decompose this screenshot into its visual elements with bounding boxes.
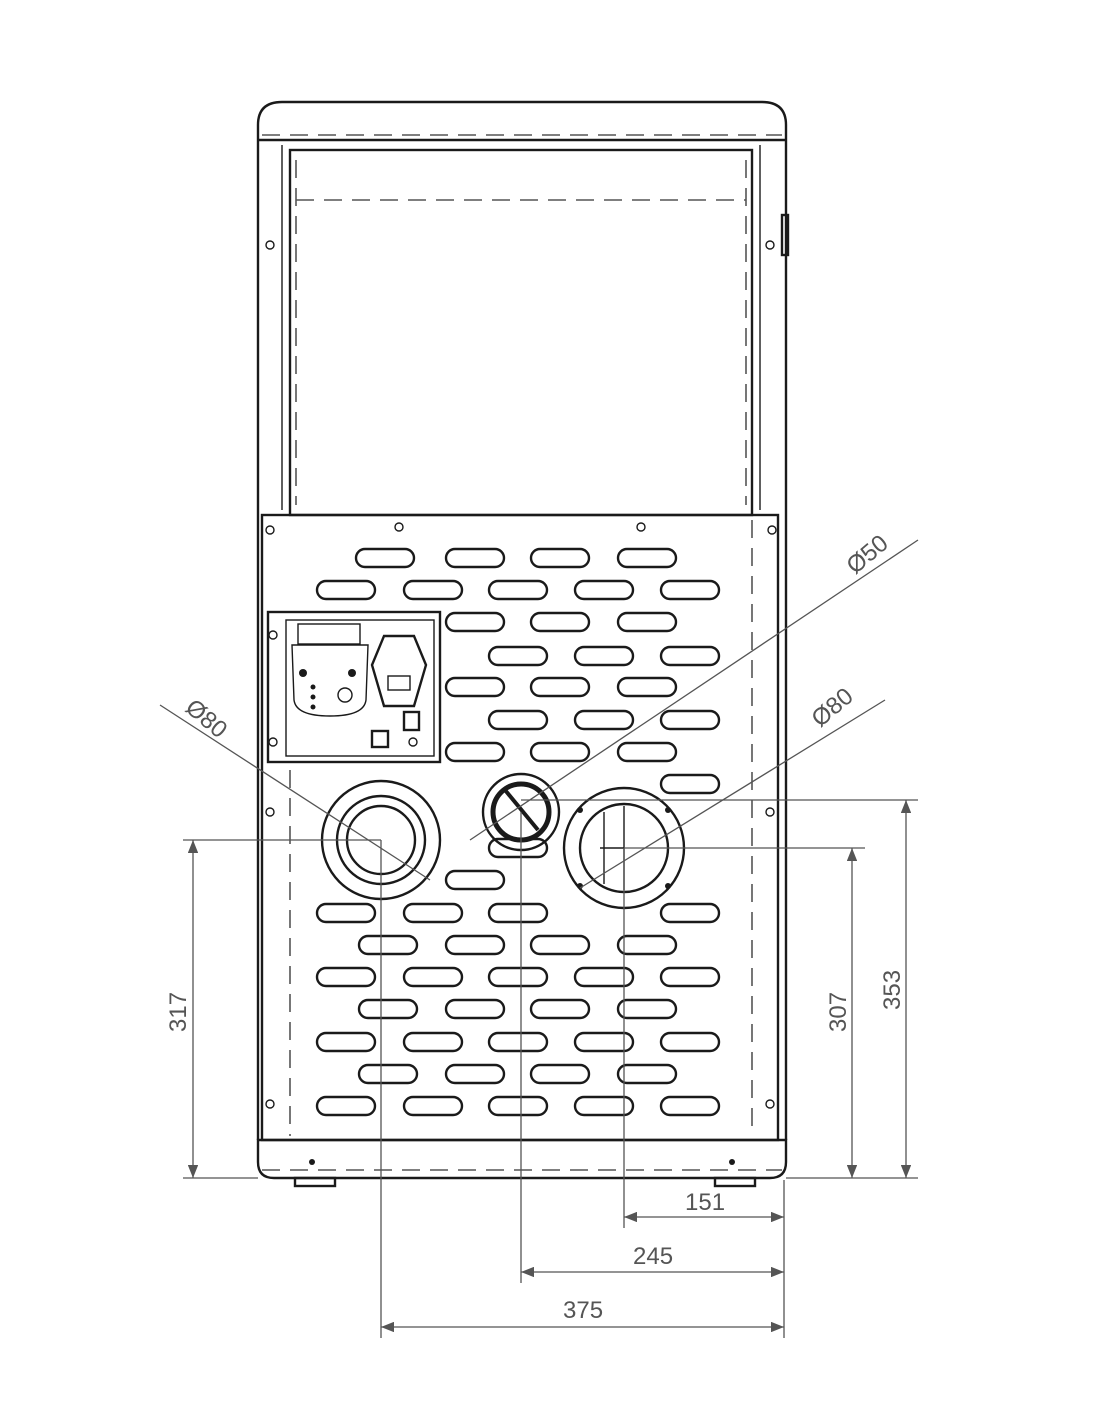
screw-icon — [265, 240, 275, 250]
screw-icon — [767, 525, 777, 535]
vent-slot — [315, 1031, 377, 1053]
vent-slot — [659, 966, 721, 988]
screw-icon — [765, 807, 775, 817]
vent-slot — [659, 1095, 721, 1117]
dimension-151: 151 — [685, 1189, 725, 1216]
vent-slot — [573, 645, 635, 667]
screw-icon — [765, 240, 775, 250]
vent-slot — [573, 579, 635, 601]
vent-slot — [659, 645, 721, 667]
vent-slot — [573, 966, 635, 988]
dimension-lines — [183, 799, 918, 1338]
vent-slot — [444, 676, 506, 698]
screw-icon — [265, 1099, 275, 1109]
vent-slot — [487, 966, 549, 988]
vent-slot — [357, 1063, 419, 1085]
vent-slot — [315, 579, 377, 601]
vent-slot — [402, 902, 464, 924]
diameter-label-left: Ø80 — [180, 694, 232, 744]
vent-slot — [616, 1063, 678, 1085]
vent-slot — [315, 902, 377, 924]
vent-slot — [444, 998, 506, 1020]
vent-slot — [616, 547, 678, 569]
vent-slot — [487, 709, 549, 731]
vent-slot — [529, 547, 591, 569]
vent-slot — [487, 1031, 549, 1053]
vent-slot — [487, 579, 549, 601]
vent-slot — [529, 611, 591, 633]
ventilation-slots — [315, 547, 721, 1117]
dimension-317: 317 — [165, 992, 192, 1032]
diameter-leaders — [159, 539, 919, 889]
dimension-353: 353 — [879, 970, 906, 1010]
screw-icon — [265, 807, 275, 817]
vent-slot — [529, 1063, 591, 1085]
vent-slot — [444, 547, 506, 569]
power-socket-icon — [370, 634, 428, 708]
vent-slot — [573, 1031, 635, 1053]
vent-slot — [573, 1095, 635, 1117]
vent-slot — [529, 998, 591, 1020]
diameter-label-right: Ø80 — [807, 683, 859, 733]
vent-slot — [402, 966, 464, 988]
vent-slot — [315, 1095, 377, 1117]
vent-slot — [573, 709, 635, 731]
vent-slot — [529, 741, 591, 763]
screw-icon — [765, 1099, 775, 1109]
vent-slot — [444, 741, 506, 763]
vent-slot — [444, 1063, 506, 1085]
vent-slot — [357, 998, 419, 1020]
vent-slot — [444, 611, 506, 633]
vent-slot — [529, 934, 591, 956]
vent-slot — [616, 611, 678, 633]
screw-icon — [268, 737, 278, 747]
vent-slot — [402, 1095, 464, 1117]
vent-slot — [616, 741, 678, 763]
vent-slot — [402, 1031, 464, 1053]
vent-slot — [487, 645, 549, 667]
vent-slot — [487, 902, 549, 924]
screw-icon — [636, 522, 646, 532]
vent-slot — [529, 676, 591, 698]
screw-icon — [394, 522, 404, 532]
vent-slot — [659, 773, 721, 795]
screw-icon — [265, 525, 275, 535]
vent-slot — [659, 902, 721, 924]
vent-slot — [659, 1031, 721, 1053]
vent-slot — [487, 1095, 549, 1117]
vent-slot — [315, 966, 377, 988]
dimension-375: 375 — [563, 1297, 603, 1324]
cabinet-outline — [256, 100, 790, 1188]
vent-slot — [659, 579, 721, 601]
vent-slot — [354, 547, 416, 569]
vent-slot — [616, 676, 678, 698]
dimension-245: 245 — [633, 1243, 673, 1270]
vent-slot — [357, 934, 419, 956]
vent-slot — [659, 709, 721, 731]
vent-slot — [616, 934, 678, 956]
vent-slot — [402, 579, 464, 601]
control-panel — [266, 610, 442, 764]
vent-slot — [444, 934, 506, 956]
dimension-307: 307 — [825, 992, 852, 1032]
screw-icon — [268, 630, 278, 640]
diameter-label-center: Ø50 — [842, 530, 894, 580]
vent-slot — [616, 998, 678, 1020]
vent-slot — [444, 869, 506, 891]
